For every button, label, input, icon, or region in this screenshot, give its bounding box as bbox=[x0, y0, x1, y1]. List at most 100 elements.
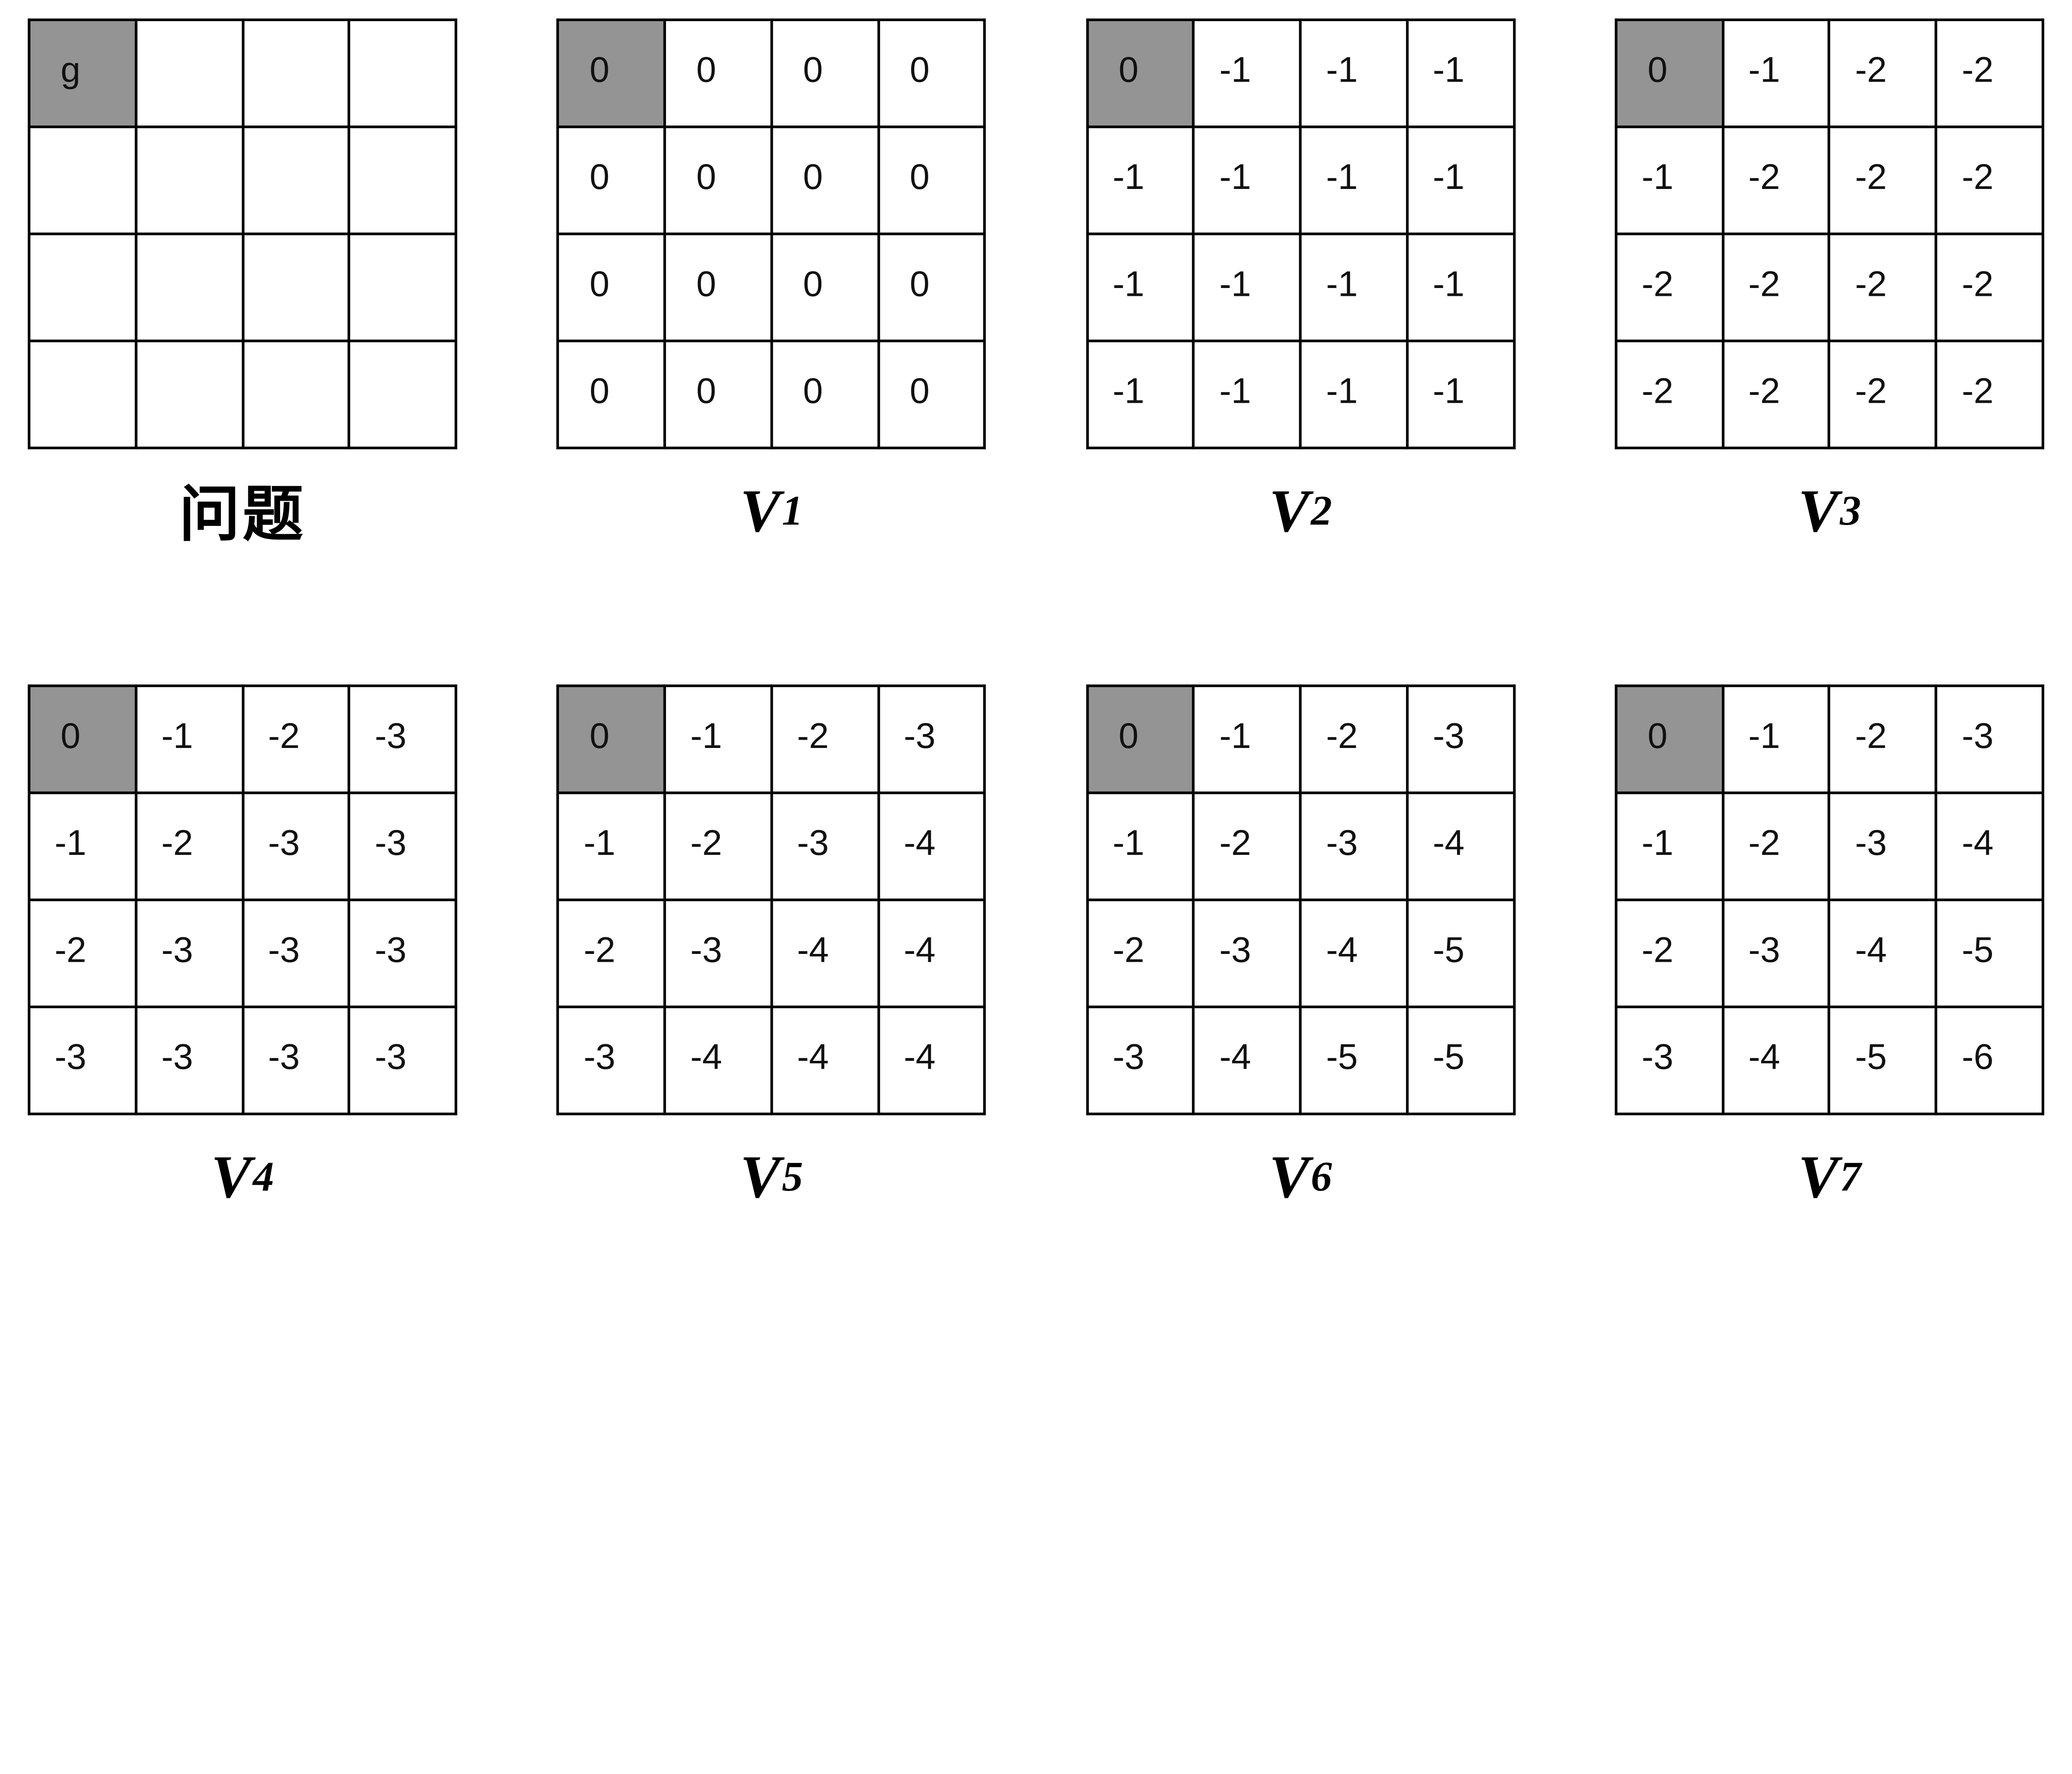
goal-cell: 0 bbox=[27, 684, 137, 794]
value-grid: 0-1-2-3-1-2-3-4-2-3-4-5-3-4-5-5 bbox=[1086, 684, 1515, 1116]
grid-table-row: 0-1-1-1 bbox=[1086, 18, 1515, 128]
grid-cell bbox=[241, 18, 351, 128]
grid-cell: -1 bbox=[663, 684, 773, 794]
grid-table-row: -2-3-4-5 bbox=[1615, 898, 2044, 1009]
grid-cell: -3 bbox=[348, 791, 457, 901]
grid-cell: -3 bbox=[241, 1005, 351, 1116]
grid-table-row: -1-2-3-4 bbox=[1615, 791, 2044, 901]
grid-cell: -3 bbox=[1086, 1005, 1195, 1116]
goal-cell: 0 bbox=[1086, 18, 1195, 128]
grid-cell: 0 bbox=[557, 232, 666, 342]
grid-table-row: 0-1-2-3 bbox=[27, 684, 457, 794]
grid-cell: -2 bbox=[1721, 339, 1831, 450]
grid-cell: -3 bbox=[770, 791, 880, 901]
grid-cell: -1 bbox=[1192, 18, 1302, 128]
grid-table-row: -2-3-4-4 bbox=[557, 898, 986, 1009]
grid-table-row: -1-2-2-2 bbox=[1615, 125, 2044, 235]
grid-cell: -3 bbox=[1406, 684, 1515, 794]
grid-table-row bbox=[27, 232, 457, 342]
grid-table-row: -2-2-2-2 bbox=[1615, 339, 2044, 450]
value-grid: 0-1-1-1-1-1-1-1-1-1-1-1-1-1-1-1 bbox=[1086, 18, 1515, 450]
grid-cell: -2 bbox=[1299, 684, 1409, 794]
grid-cell: -3 bbox=[877, 684, 986, 794]
grid-cell: -2 bbox=[1828, 18, 1938, 128]
grid-cell: 0 bbox=[877, 232, 986, 342]
grid-table-row: 0-1-2-3 bbox=[1086, 684, 1515, 794]
grid-cell: -4 bbox=[663, 1005, 773, 1116]
grid-cell: -1 bbox=[1406, 232, 1515, 342]
grid-cell: -3 bbox=[241, 898, 351, 1009]
grid-cell bbox=[134, 18, 244, 128]
grid-cell: -1 bbox=[27, 791, 137, 901]
grid-cell: 0 bbox=[557, 339, 666, 450]
grid-table-row: 0-1-2-3 bbox=[557, 684, 986, 794]
panel-problem: g 问题 bbox=[27, 18, 457, 552]
grid-cell: -4 bbox=[1192, 1005, 1302, 1116]
grid-cell: -4 bbox=[770, 1005, 880, 1116]
value-grid: 0-1-2-3-1-2-3-4-2-3-4-5-3-4-5-6 bbox=[1615, 684, 2044, 1116]
grid-cell: -1 bbox=[1086, 125, 1195, 235]
panel-caption: 问题 bbox=[179, 481, 306, 549]
caption-letter: V bbox=[1269, 1142, 1310, 1210]
grid-cell: -4 bbox=[1299, 898, 1409, 1009]
grid-cell bbox=[134, 232, 244, 342]
value-grid: 0-1-2-2-1-2-2-2-2-2-2-2-2-2-2-2 bbox=[1615, 18, 2044, 450]
caption-letter: V bbox=[1798, 476, 1839, 544]
grid-cell: -2 bbox=[1828, 125, 1938, 235]
grid-cell: -4 bbox=[1721, 1005, 1831, 1116]
grid-table-row: -1-2-3-3 bbox=[27, 791, 457, 901]
grid-cell: -3 bbox=[557, 1005, 666, 1116]
grid-cell bbox=[348, 232, 457, 342]
grid-cell: -3 bbox=[1299, 791, 1409, 901]
grid-cell: -3 bbox=[134, 898, 244, 1009]
goal-cell: g bbox=[27, 18, 137, 128]
grid-cell: 0 bbox=[770, 125, 880, 235]
grid-cell: -2 bbox=[1721, 232, 1831, 342]
grid-cell: -2 bbox=[770, 684, 880, 794]
grid-cell: 0 bbox=[557, 125, 666, 235]
caption-letter: V bbox=[1798, 1142, 1839, 1210]
grid-cell: -2 bbox=[241, 684, 351, 794]
grid-table-row: -2-3-3-3 bbox=[27, 898, 457, 1009]
grid-cell bbox=[134, 339, 244, 450]
grid-cell: -3 bbox=[1935, 684, 2044, 794]
grid-cell: -2 bbox=[1615, 339, 1724, 450]
grid-table-row: -2-3-4-5 bbox=[1086, 898, 1515, 1009]
caption-letter: V bbox=[211, 1142, 252, 1210]
grid-cell: -2 bbox=[1086, 898, 1195, 1009]
grid-table-row: -3-4-5-6 bbox=[1615, 1005, 2044, 1116]
grid-cell: -2 bbox=[1935, 339, 2044, 450]
caption-letter: V bbox=[740, 1142, 781, 1210]
grid-cell: -1 bbox=[1299, 125, 1409, 235]
grid-cell: -4 bbox=[1828, 898, 1938, 1009]
grid-table-row: -1-1-1-1 bbox=[1086, 232, 1515, 342]
grid-cell: 0 bbox=[877, 339, 986, 450]
grid-cell: 0 bbox=[770, 18, 880, 128]
goal-cell: 0 bbox=[1615, 684, 1724, 794]
grid-cell: -3 bbox=[27, 1005, 137, 1116]
grid-cell: -1 bbox=[1615, 791, 1724, 901]
grid-cell: -4 bbox=[877, 791, 986, 901]
grid-cell: -2 bbox=[1828, 339, 1938, 450]
grid-cell: -5 bbox=[1406, 1005, 1515, 1116]
grid-table-row bbox=[27, 339, 457, 450]
grid-table-row: g bbox=[27, 18, 457, 128]
grid-cell: -3 bbox=[348, 684, 457, 794]
value-grid: g bbox=[27, 18, 457, 450]
grid-cell: -4 bbox=[1406, 791, 1515, 901]
grid-cell: -1 bbox=[1721, 18, 1831, 128]
grid-cell bbox=[348, 125, 457, 235]
grid-cell: -6 bbox=[1935, 1005, 2044, 1116]
grid-cell bbox=[27, 339, 137, 450]
